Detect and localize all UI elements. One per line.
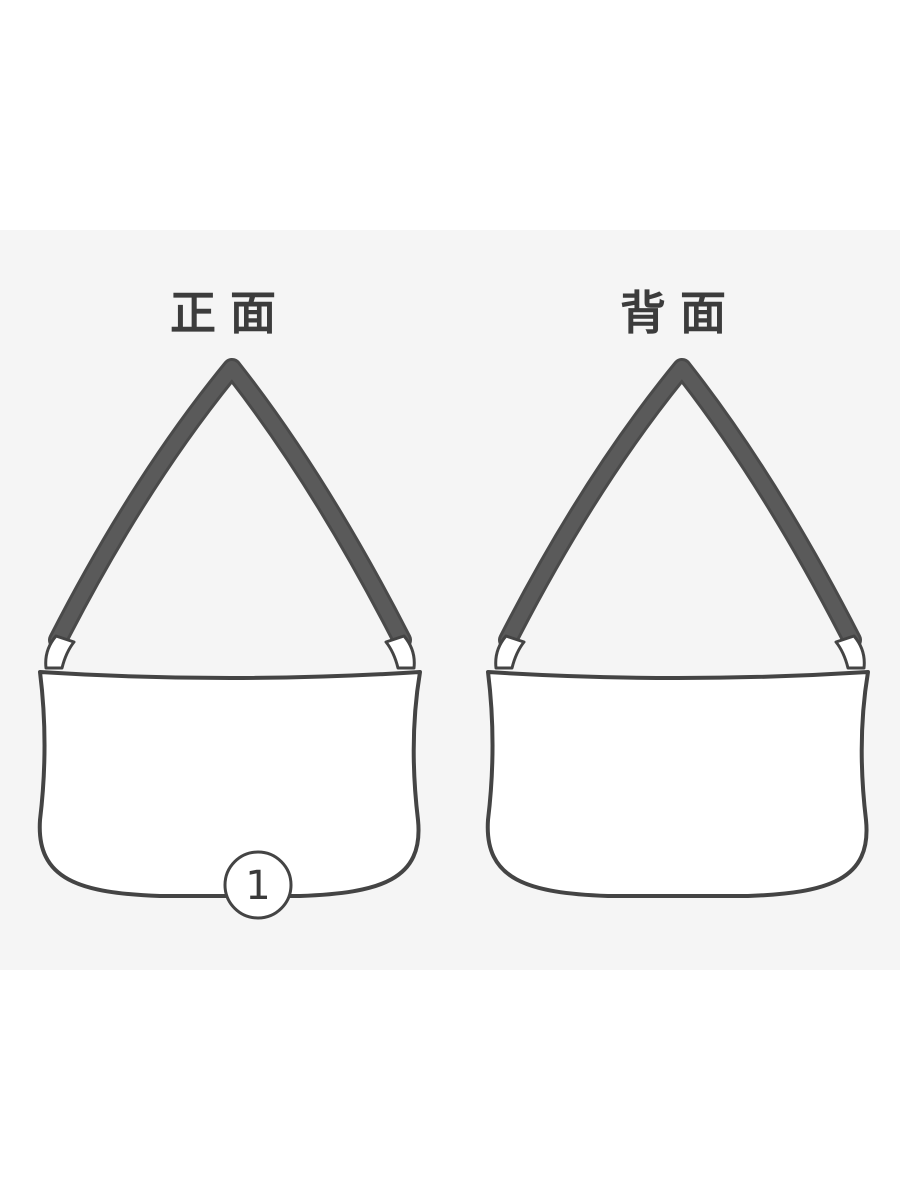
callout-1-number: 1: [245, 863, 270, 909]
back-bag: [485, 358, 870, 898]
back-strap-highlight: [501, 361, 859, 647]
front-strap: [48, 358, 412, 650]
callout-1: 1: [223, 850, 293, 920]
front-bag-body: [37, 670, 422, 898]
front-bag: 1: [37, 358, 422, 920]
front-right-clip: [384, 634, 416, 670]
back-bag-body: [485, 670, 870, 898]
back-right-clip: [834, 634, 866, 670]
front-left-clip: [44, 634, 76, 670]
front-strap-highlight: [51, 361, 409, 647]
back-view-label: 背面: [620, 286, 740, 340]
front-view-label: 正面: [170, 286, 290, 340]
back-left-clip: [494, 634, 526, 670]
callout-1-circle: [223, 850, 293, 920]
back-strap: [498, 358, 862, 650]
